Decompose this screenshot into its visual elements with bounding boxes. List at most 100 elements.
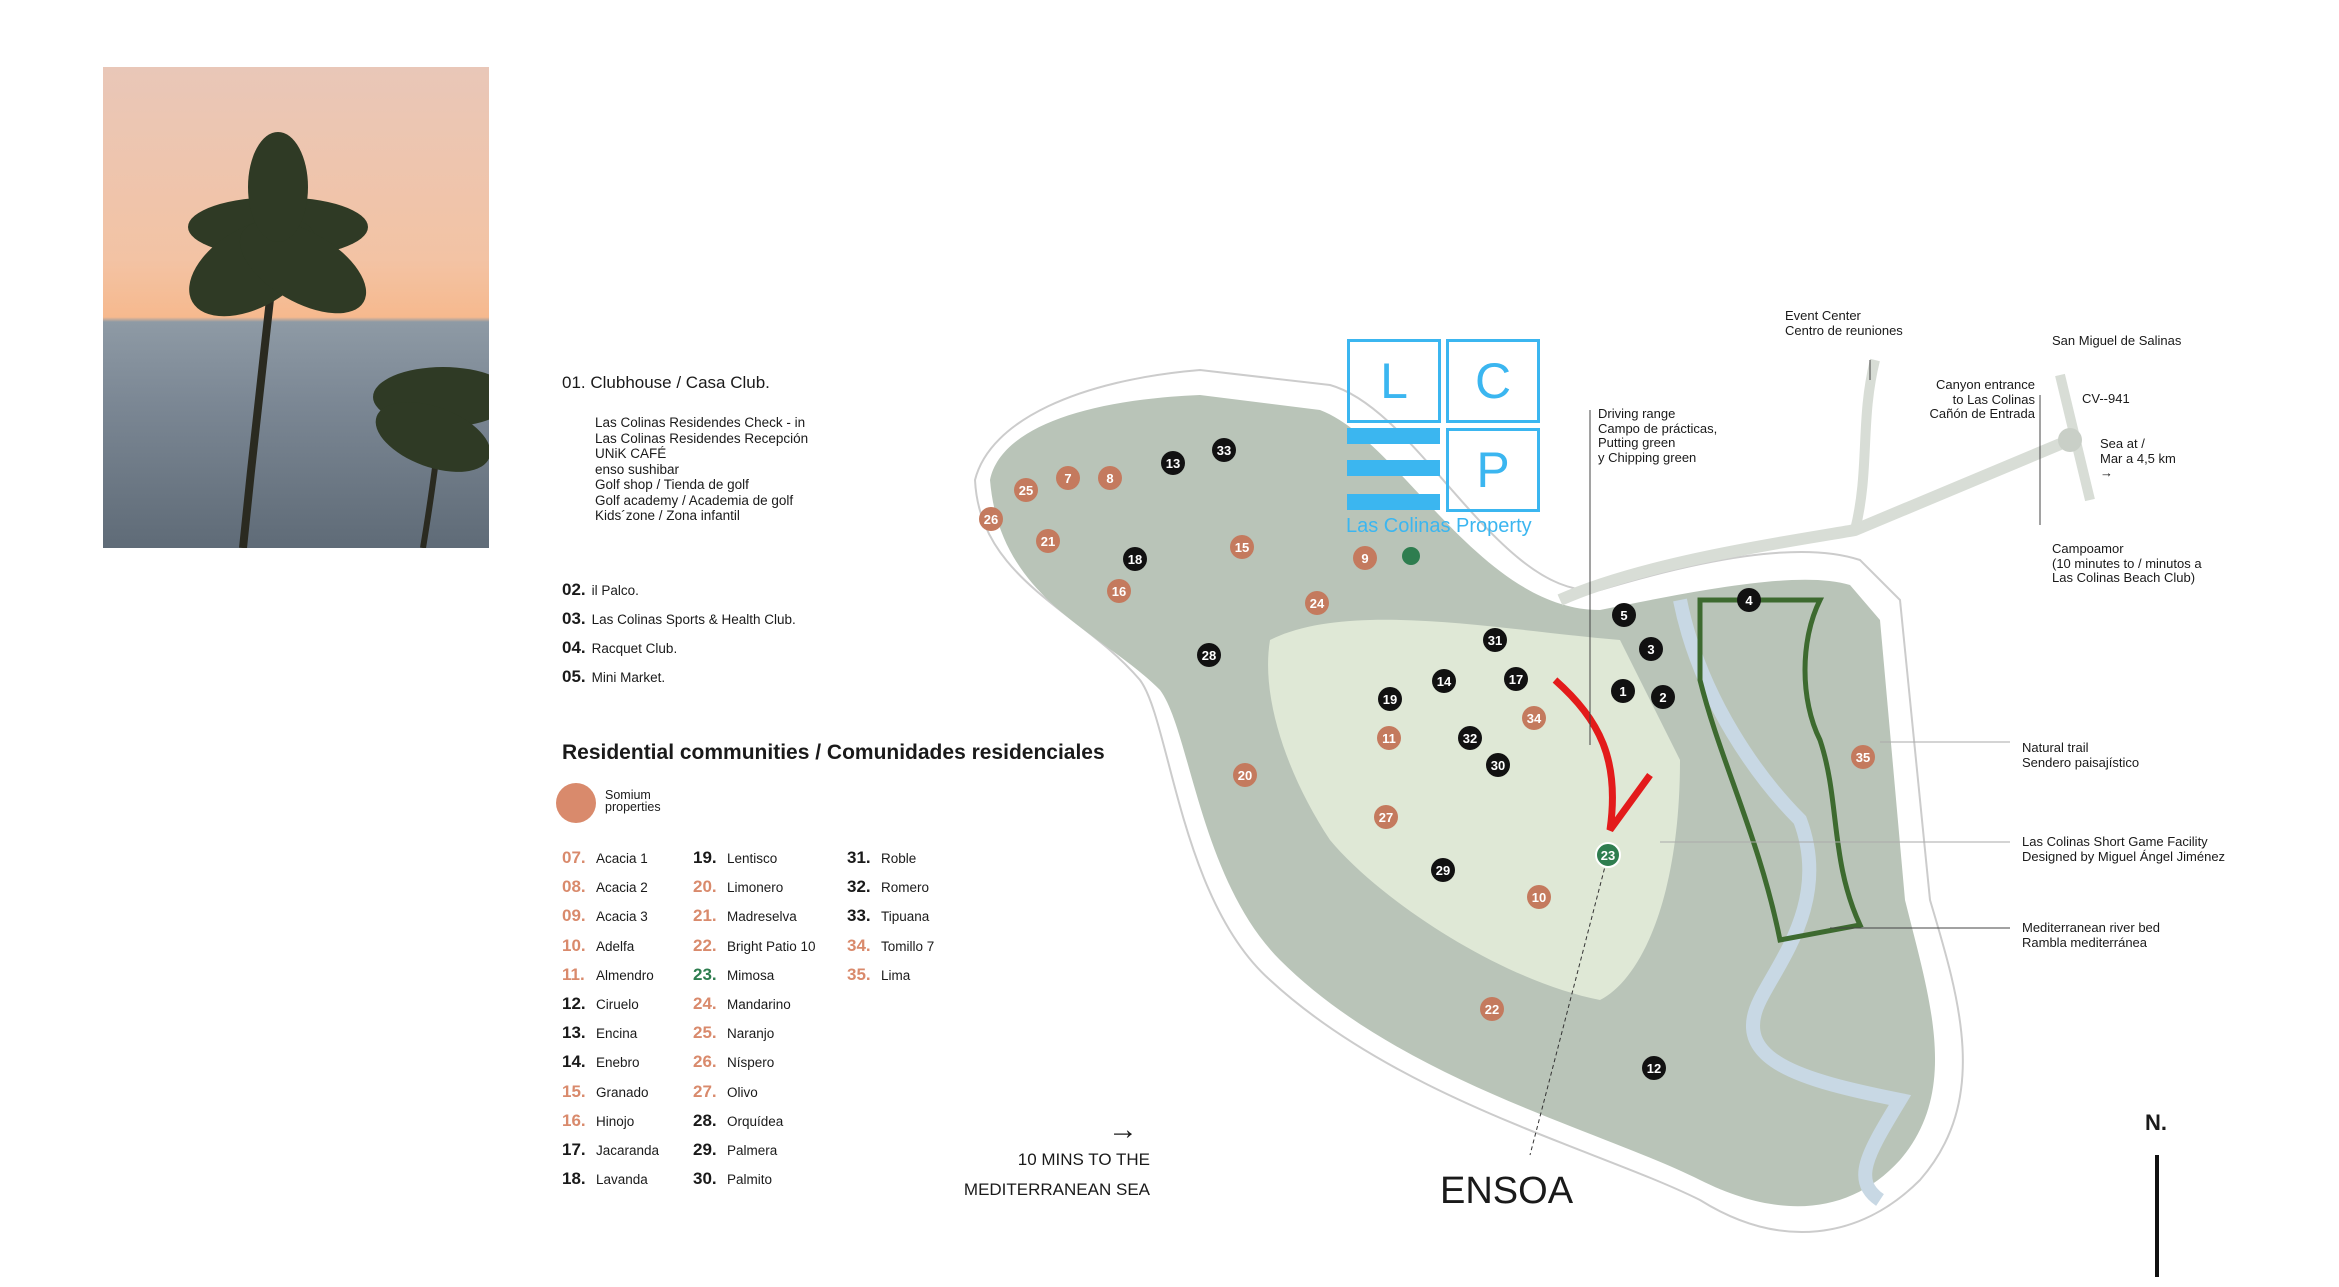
annotation-line: Driving range [1598, 406, 1676, 421]
community-number: 28. [693, 1110, 717, 1130]
map-marker-3[interactable]: 3 [1639, 637, 1663, 661]
map-marker-18[interactable]: 18 [1123, 547, 1147, 571]
palm-tree-photo [103, 67, 489, 548]
map-marker-dot [1432, 669, 1456, 693]
map-marker-4[interactable]: 4 [1737, 588, 1761, 612]
map-marker-29[interactable]: 29 [1431, 858, 1455, 882]
map-marker-23[interactable]: 23 [1595, 842, 1621, 868]
map-marker-22[interactable]: 22 [1480, 997, 1504, 1021]
map-marker-21[interactable]: 21 [1036, 529, 1060, 553]
community-number: 08. [562, 877, 586, 897]
map-marker-17[interactable]: 17 [1504, 667, 1528, 691]
map-marker-dot [1377, 726, 1401, 750]
map-marker-15[interactable]: 15 [1230, 535, 1254, 559]
arrow-right-icon: → [1108, 1113, 1138, 1146]
annotation-line: Campoamor [2052, 541, 2124, 556]
map-marker-number: 26 [984, 512, 998, 527]
map-marker-25[interactable]: 25 [1014, 478, 1038, 502]
clubhouse-dot [1402, 547, 1420, 565]
somium-legend-swatch [556, 783, 596, 823]
map-marker-dot [1851, 745, 1875, 769]
map-marker-number: 3 [1647, 642, 1654, 657]
map-marker-number: 35 [1856, 750, 1870, 765]
map-marker-5[interactable]: 5 [1612, 603, 1636, 627]
map-marker-number: 20 [1238, 768, 1252, 783]
map-marker-35[interactable]: 35 [1851, 745, 1875, 769]
community-name: Lima [881, 967, 911, 983]
map-marker-dot [979, 507, 1003, 531]
annotation-line: Putting green [1598, 435, 1676, 450]
map-marker-10[interactable]: 10 [1527, 885, 1551, 909]
annotation-line: Canyon entrance [1935, 377, 2035, 392]
map-marker-24[interactable]: 24 [1305, 591, 1329, 615]
map-marker-11[interactable]: 11 [1377, 726, 1401, 750]
community-name: Tipuana [881, 909, 930, 925]
map-marker-30[interactable]: 30 [1486, 753, 1510, 777]
map-marker-8[interactable]: 8 [1098, 466, 1122, 490]
annotation-san-miguel: San Miguel de Salinas [2052, 333, 2182, 348]
community-number: 21. [693, 906, 717, 926]
map-marker-19[interactable]: 19 [1378, 687, 1402, 711]
community-item: 18.Lavanda [562, 1169, 659, 1198]
annotation-line: y Chipping green [1598, 449, 1697, 465]
community-name: Mimosa [727, 967, 775, 983]
annotation-line: to Las Colinas [1952, 391, 2035, 407]
community-name: Madreselva [727, 909, 797, 925]
logo-letter-p: P [1446, 428, 1540, 512]
community-item: 19.Lentisco [693, 848, 816, 877]
annotation-line: Sea at / [2100, 436, 2145, 451]
community-name: Olivo [727, 1084, 758, 1100]
map-marker-number: 34 [1527, 711, 1542, 726]
map-marker-number: 5 [1620, 608, 1627, 623]
map-marker-1[interactable]: 1 [1611, 679, 1635, 703]
map-marker-31[interactable]: 31 [1483, 628, 1507, 652]
community-item: 07.Acacia 1 [562, 848, 659, 877]
map-marker-9[interactable]: 9 [1353, 546, 1377, 570]
map-marker-number: 8 [1106, 471, 1113, 486]
map-marker-32[interactable]: 32 [1458, 726, 1482, 750]
map-marker-dot [1161, 451, 1185, 475]
annotation-line: Cañón de Entrada [1929, 406, 2035, 421]
natural-trail [1697, 597, 1864, 943]
annotation-cv941: CV--941 [2082, 391, 2130, 406]
map-marker-34[interactable]: 34 [1522, 706, 1546, 730]
map-marker-7[interactable]: 7 [1056, 466, 1080, 490]
map-marker-13[interactable]: 13 [1161, 451, 1185, 475]
community-item: 31.Roble [847, 848, 934, 877]
map-marker-number: 7 [1064, 471, 1071, 486]
map-marker-26[interactable]: 26 [979, 507, 1003, 531]
map-marker-27[interactable]: 27 [1374, 805, 1398, 829]
sea-note-line2: MEDITERRANEAN SEA [963, 1180, 1150, 1199]
map-marker-number: 2 [1659, 690, 1666, 705]
map-marker-dot [1458, 726, 1482, 750]
community-item: 24.Mandarino [693, 994, 816, 1023]
map-marker-14[interactable]: 14 [1432, 669, 1456, 693]
map-marker-number: 33 [1217, 443, 1231, 458]
map-marker-number: 12 [1647, 1061, 1661, 1076]
map-marker-number: 22 [1485, 1002, 1499, 1017]
logo-bar [1347, 428, 1440, 444]
annotation-line: Las Colinas Short Game Facility [2022, 834, 2208, 849]
map-marker-28[interactable]: 28 [1197, 643, 1221, 667]
map-marker-number: 23 [1601, 848, 1615, 863]
community-number: 19. [693, 848, 717, 867]
community-name: Limonero [727, 880, 784, 896]
community-name: Bright Patio 10 [727, 938, 816, 954]
map-marker-20[interactable]: 20 [1233, 763, 1257, 787]
community-number: 14. [562, 1052, 586, 1072]
map-marker-2[interactable]: 2 [1651, 685, 1675, 709]
map-marker-16[interactable]: 16 [1107, 579, 1131, 603]
map-marker-12[interactable]: 12 [1642, 1056, 1666, 1080]
map-marker-dot [1595, 842, 1621, 868]
facility-label: Las Colinas Sports & Health Club. [591, 612, 796, 627]
clubhouse-service: Las Colinas Residendes Check - in [595, 415, 806, 430]
map-marker-33[interactable]: 33 [1212, 438, 1236, 462]
facility-item: 03.Las Colinas Sports & Health Club. [562, 609, 796, 638]
map-marker-dot [1527, 885, 1551, 909]
facility-number: 02. [562, 580, 586, 599]
